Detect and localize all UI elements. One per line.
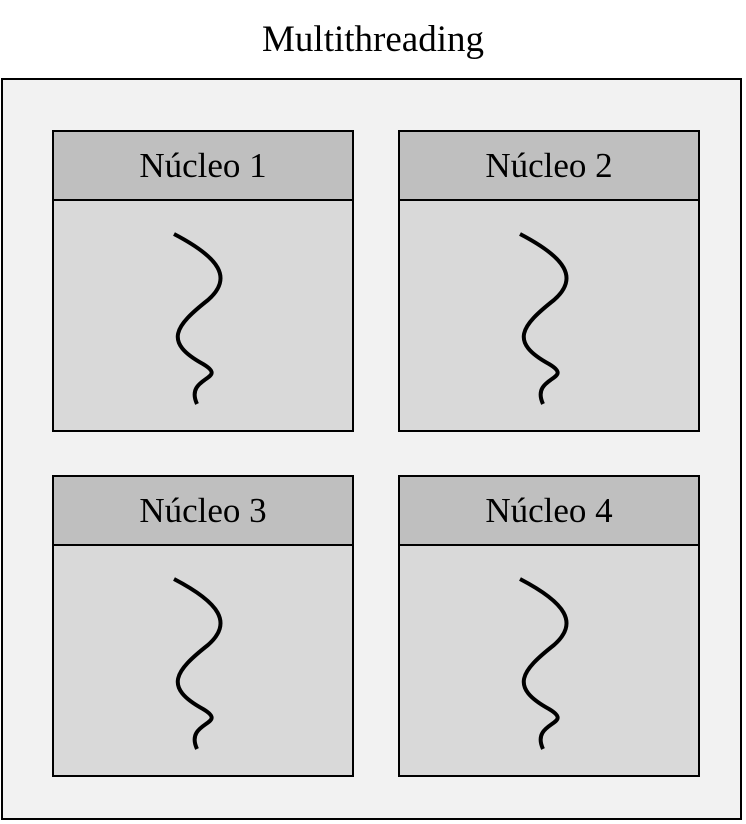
- thread-icon: [519, 232, 569, 405]
- diagram-title: Multithreading: [262, 19, 484, 60]
- thread-icon: [173, 577, 223, 750]
- thread-icon: [173, 232, 223, 405]
- thread-icon: [519, 577, 569, 750]
- core-1: Núcleo 1: [52, 130, 354, 432]
- core-3: Núcleo 3: [52, 475, 354, 777]
- core-3-label: Núcleo 3: [54, 477, 352, 546]
- core-2: Núcleo 2: [398, 130, 700, 432]
- processor-container: Núcleo 1 Núcleo 2 Núcleo 3 Núcleo 4: [1, 78, 742, 820]
- core-2-label: Núcleo 2: [400, 132, 698, 201]
- core-4-label: Núcleo 4: [400, 477, 698, 546]
- core-1-label: Núcleo 1: [54, 132, 352, 201]
- core-4: Núcleo 4: [398, 475, 700, 777]
